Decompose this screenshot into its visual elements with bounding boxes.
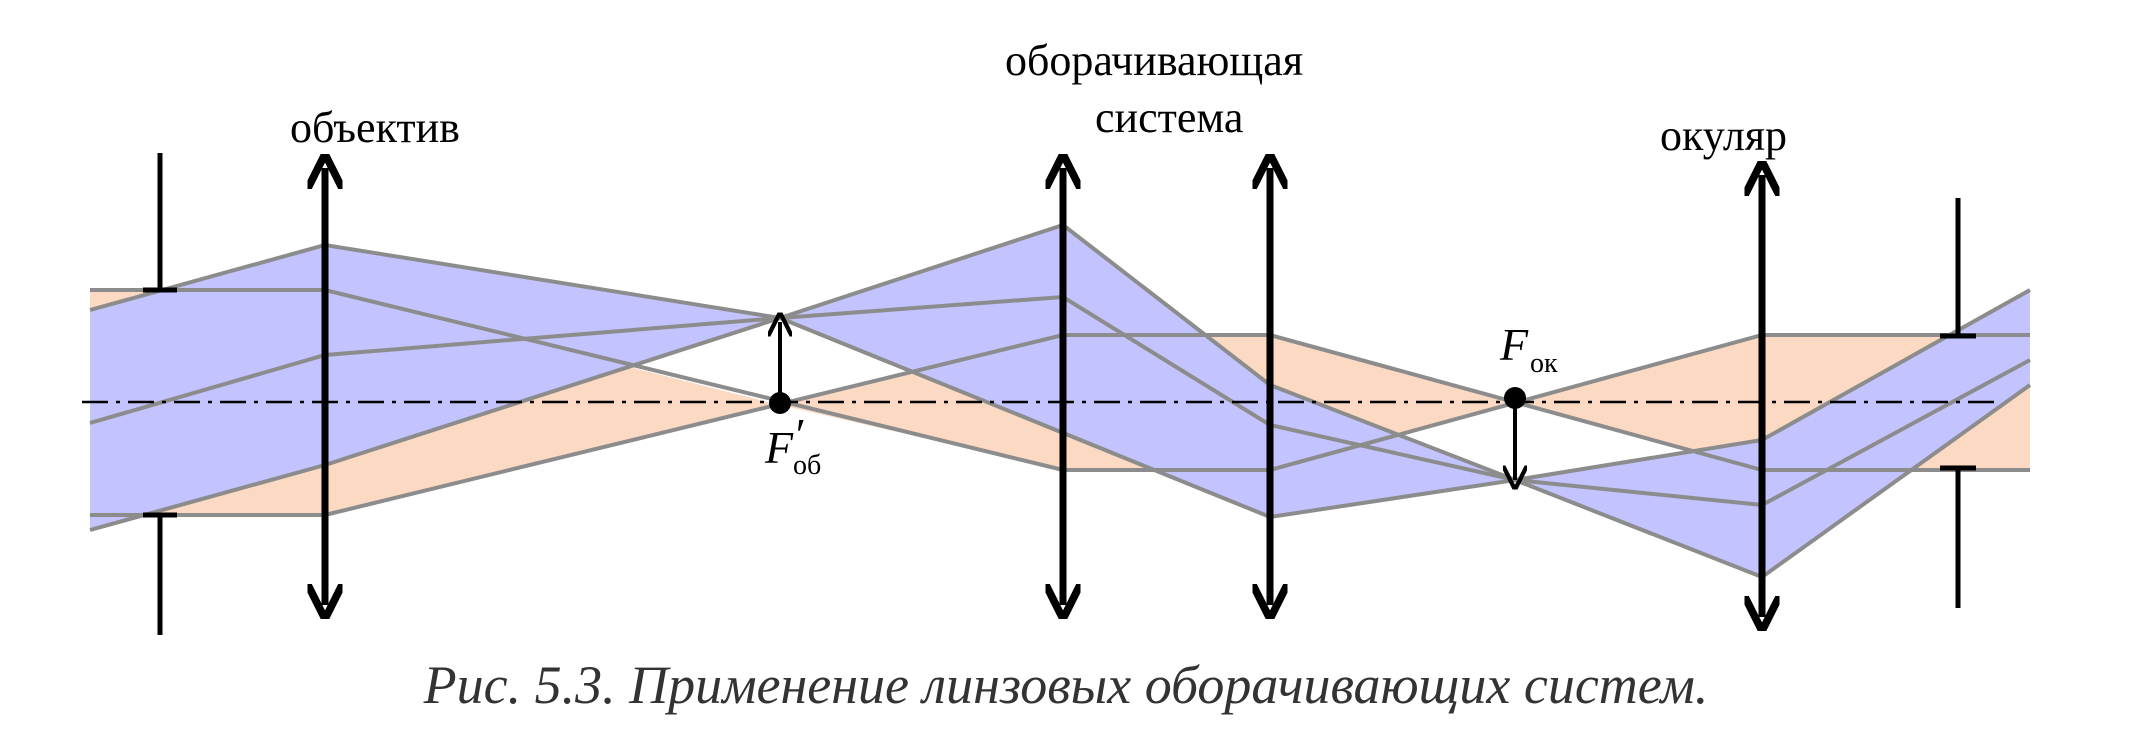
relay-label-line1: оборачивающая — [1005, 36, 1303, 85]
objective-label: объектив — [290, 103, 460, 152]
eyepiece-label: окуляр — [1660, 111, 1787, 160]
relay-label-line2: система — [1095, 93, 1243, 142]
figure-caption: Рис. 5.3. Применение линзовых оборачиваю… — [423, 655, 1709, 715]
objective-focus-prime: ′ — [793, 409, 804, 460]
field-beam-2 — [780, 225, 1515, 517]
images — [769, 322, 1526, 480]
lenses — [325, 168, 1762, 617]
field-beam-1 — [90, 245, 780, 530]
field-ray-middle — [89, 294, 2031, 508]
axial-ray-top — [90, 288, 2030, 472]
eyepiece-focus-label: F ок — [1499, 319, 1558, 379]
eyepiece-focus-symbol: F — [1499, 319, 1529, 370]
field-ray-upper — [89, 222, 2031, 483]
objective-focus-symbol: F — [764, 422, 794, 473]
eyepiece-focus-point — [1504, 387, 1526, 409]
objective-focus-label: F ′ об — [764, 409, 821, 481]
eyepiece-focus-subscript: ок — [1530, 348, 1558, 379]
field-beam-3 — [1515, 290, 2030, 577]
stops — [143, 153, 1976, 635]
axial-ray-bottom — [90, 333, 2030, 517]
objective-focus-subscript: об — [793, 450, 821, 481]
objective-focus-point — [769, 392, 791, 414]
